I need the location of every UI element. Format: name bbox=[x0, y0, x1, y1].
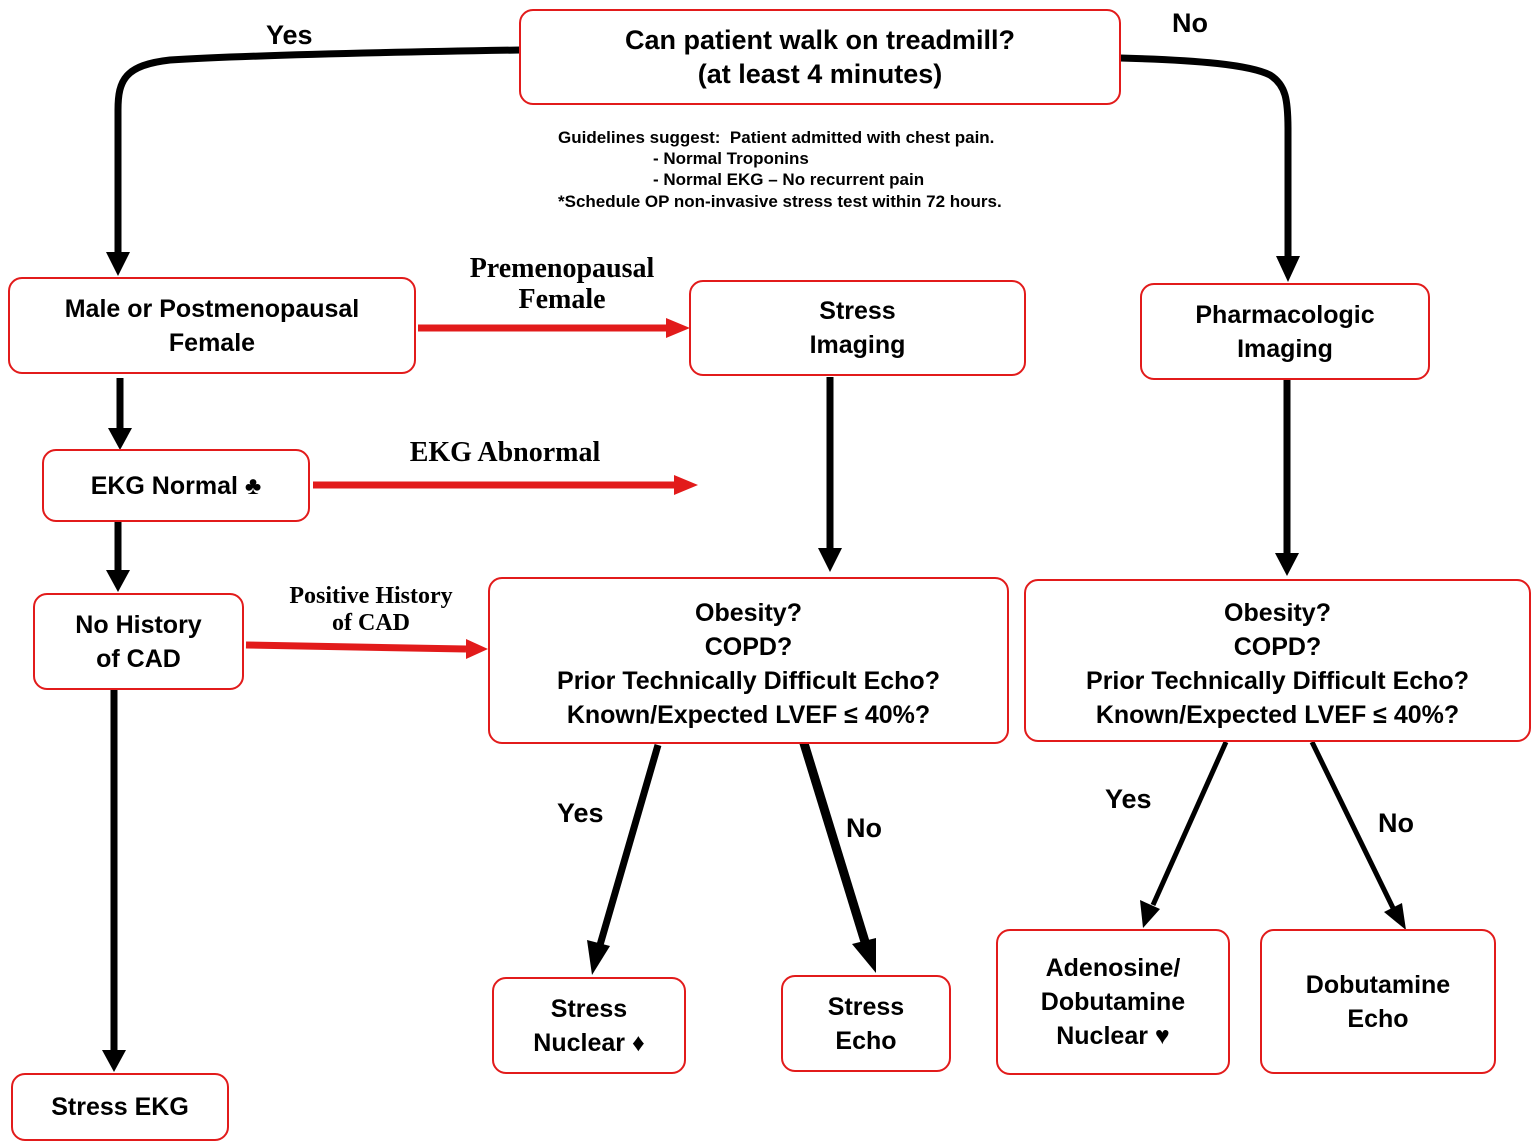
male-postmenopausal-box: Male or Postmenopausal Female bbox=[8, 277, 416, 374]
arrow-stress-yes bbox=[596, 744, 662, 946]
guidelines-line-2: - Normal Troponins bbox=[653, 149, 809, 168]
dobutamine-echo-box: Dobutamine Echo bbox=[1260, 929, 1496, 1074]
stress-ekg-box: Stress EKG bbox=[11, 1073, 229, 1141]
arrow-stress-no bbox=[798, 738, 871, 947]
label-stress-yes: Yes bbox=[557, 798, 604, 828]
arrowhead-positive-history bbox=[466, 639, 488, 659]
adenosine-dobutamine-nuclear-box: Adenosine/ Dobutamine Nuclear ♥ bbox=[996, 929, 1230, 1075]
arrowhead-stress-no bbox=[852, 938, 876, 973]
arrow-treadmill-yes bbox=[114, 46, 521, 255]
pharm-criteria-box: Obesity? COPD? Prior Technically Difficu… bbox=[1024, 579, 1531, 742]
label-top-no: No bbox=[1172, 8, 1208, 38]
arrow-positive-history bbox=[245, 641, 467, 653]
label-positive-history: Positive History of CAD bbox=[289, 583, 453, 636]
arrow-pharm-yes bbox=[1150, 740, 1229, 907]
stress-imaging-box: Stress Imaging bbox=[689, 280, 1026, 376]
label-pharm-yes: Yes bbox=[1105, 784, 1152, 814]
stress-echo-box: Stress Echo bbox=[781, 975, 951, 1072]
arrowhead-ekg-to-history bbox=[106, 570, 130, 592]
arrow-treadmill-no bbox=[1119, 54, 1292, 258]
label-premenopausal: Premenopausal Female bbox=[469, 253, 655, 316]
label-stress-no: No bbox=[846, 813, 882, 843]
stress-criteria-box: Obesity? COPD? Prior Technically Difficu… bbox=[488, 577, 1009, 744]
pharmacologic-imaging-box: Pharmacologic Imaging bbox=[1140, 283, 1430, 380]
stress-nuclear-box: Stress Nuclear ♦ bbox=[492, 977, 686, 1074]
ekg-normal-box: EKG Normal ♣ bbox=[42, 449, 310, 522]
arrow-pharm-no bbox=[1309, 740, 1396, 910]
arrowhead-pharm-imaging-down bbox=[1275, 553, 1299, 576]
arrowhead-ekg-abnormal bbox=[674, 475, 698, 495]
treadmill-question-box: Can patient walk on treadmill? (at least… bbox=[519, 9, 1121, 105]
arrowhead-premenopausal bbox=[666, 318, 690, 338]
guidelines-line-3: - Normal EKG – No recurrent pain bbox=[653, 170, 925, 189]
no-history-cad-box: No History of CAD bbox=[33, 593, 244, 690]
arrowhead-pharm-yes bbox=[1140, 900, 1160, 928]
label-top-yes: Yes bbox=[266, 20, 313, 50]
arrowhead-treadmill-yes bbox=[106, 252, 130, 276]
guidelines-line-1: Guidelines suggest: Patient admitted wit… bbox=[558, 128, 995, 147]
arrowhead-male-to-ekg bbox=[108, 428, 132, 450]
arrowhead-stress-imaging-down bbox=[818, 548, 842, 572]
arrowhead-pharm-no bbox=[1384, 903, 1406, 930]
guidelines-line-4: *Schedule OP non-invasive stress test wi… bbox=[558, 192, 1002, 211]
arrowhead-history-to-stress-ekg bbox=[102, 1050, 126, 1072]
arrowhead-stress-yes bbox=[587, 940, 610, 975]
label-ekg-abnormal: EKG Abnormal bbox=[409, 437, 601, 468]
arrowhead-treadmill-no bbox=[1276, 256, 1300, 282]
label-pharm-no: No bbox=[1378, 808, 1414, 838]
